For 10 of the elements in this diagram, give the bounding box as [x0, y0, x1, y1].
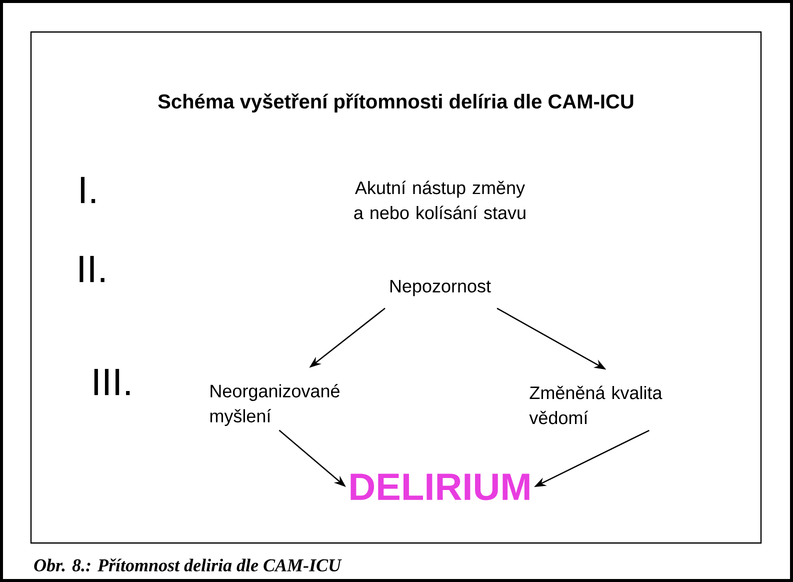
caption: Obr. 8.: Přítomnost deliria dle CAM-ICU	[34, 558, 342, 572]
criterion-text: Nepozornost	[390, 280, 491, 296]
step-text: Akutní nástup změny a nebo kolísání stavu	[354, 180, 526, 220]
criterion-text: Neorganizované myšlení	[210, 384, 340, 426]
roman-numeral: II.	[80, 256, 104, 282]
title: Schéma vyšetření přítomnosti delíria dle CAM-ICU	[158, 93, 634, 113]
roman-numeral: I.	[80, 176, 96, 204]
criterion-text: Změněná kvalita vědomí	[529, 386, 662, 424]
result-text: DELIRIUM	[350, 474, 530, 500]
roman-numeral: III.	[94, 368, 130, 396]
